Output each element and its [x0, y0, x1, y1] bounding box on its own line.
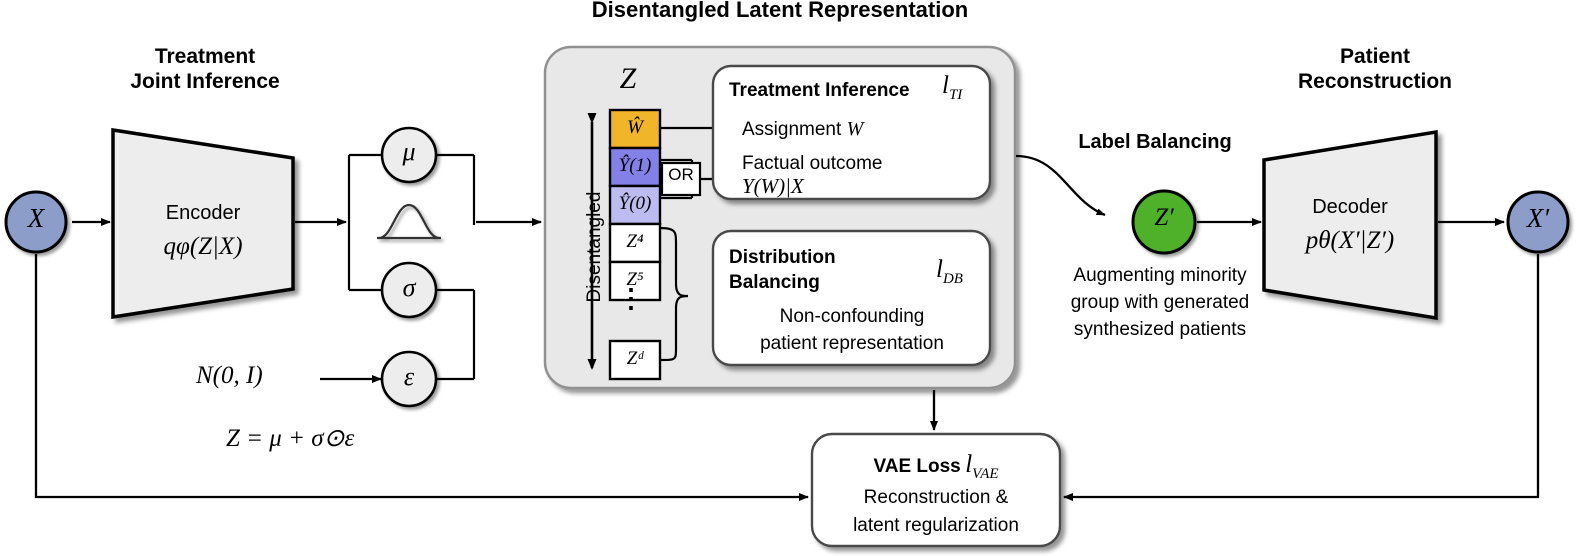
lb-caption-line1: Augmenting minority	[1073, 265, 1247, 286]
reparameterization-equation: Z = μ + σ⊙ε	[226, 425, 355, 452]
db-body-line1: Non-confounding	[779, 306, 925, 327]
treatment-inference-line3: Y(W)|X	[742, 174, 804, 198]
ti-line1-text: Assignment	[742, 119, 842, 140]
latent-cell	[608, 339, 662, 381]
latent-cell	[608, 146, 662, 188]
input-node-x	[4, 190, 68, 254]
latent-cell-label: Zᵈ	[626, 348, 644, 369]
gaussian-curve-icon	[377, 203, 441, 240]
label-balancing-arrow	[1015, 154, 1106, 217]
vae-loss-sub: VAE	[972, 466, 999, 482]
lb-caption-line2: group with generated	[1070, 292, 1250, 313]
db-body-line2: patient representation	[760, 333, 944, 354]
ti-loss-sub: TI	[948, 87, 963, 103]
latent-cell	[608, 184, 662, 226]
z-prime-label: Z′	[1154, 204, 1174, 231]
decoder-formula-text: pθ(X′|Z′)	[1305, 227, 1395, 254]
vae-feedback-lines	[34, 254, 1540, 501]
ellipsis-dots: ⋮	[618, 283, 644, 313]
input-node-label: X	[27, 203, 45, 233]
decoder-label: Decoder	[1312, 196, 1388, 218]
encoder-label: Encoder	[165, 202, 241, 224]
page-title: Disentangled Latent Representation	[591, 0, 969, 22]
output-node-x-prime	[1506, 190, 1570, 254]
db-title-line2: Balancing	[729, 272, 820, 293]
latent-cell	[608, 260, 662, 302]
treatment-inference-loss: lTI	[942, 72, 962, 104]
vae-title-text: VAE Loss	[873, 456, 961, 477]
header-patient-reconstruction: Patient Reconstruction	[1230, 44, 1520, 94]
vae-loss-title: VAE Loss lVAE	[812, 451, 1060, 483]
header-left-line2: Joint Inference	[130, 70, 280, 93]
vae-loss-box	[810, 432, 1062, 548]
header-right-line1: Patient	[1339, 45, 1410, 68]
latent-cell-label: Ŵ	[627, 117, 643, 138]
treatment-inference-title: Treatment Inference	[729, 80, 910, 101]
ti-loss-symbol: l	[942, 72, 949, 99]
latent-cell	[608, 222, 662, 264]
treatment-inference-line1: Assignment W	[742, 117, 863, 142]
header-treatment-joint-inference: Treatment Joint Inference	[75, 44, 335, 94]
mu-node	[380, 126, 438, 184]
lb-caption-line3: synthesized patients	[1073, 319, 1247, 340]
encoder-formula-text: qφ(Z|X)	[163, 233, 243, 260]
vae-loss-body: Reconstruction & latent regularization	[812, 484, 1060, 540]
z-prime-node	[1131, 189, 1197, 255]
decoder-trapezoid	[1262, 129, 1438, 321]
distribution-balancing-loss: lDB	[936, 256, 963, 288]
output-node-label: X′	[1526, 203, 1550, 233]
distribution-balancing-body: Non-confounding patient representation	[716, 303, 988, 357]
db-loss-symbol: l	[936, 256, 943, 283]
ti-line1-var: W	[846, 118, 864, 140]
header-right-line2: Reconstruction	[1297, 70, 1452, 93]
or-connector	[660, 158, 731, 200]
latent-cell-label: Ŷ(0)	[618, 193, 652, 214]
vae-loss-symbol: l	[965, 451, 973, 478]
vae-loss-symbol-wrap: lVAE	[965, 451, 998, 482]
reparameterization-wiring	[72, 153, 542, 383]
treatment-inference-line2: Factual outcome	[742, 153, 883, 174]
disentangled-axis-label: Disentangled	[584, 191, 605, 303]
sigma-node	[380, 261, 438, 319]
sigma-label: σ	[402, 273, 416, 302]
decoder-formula: pθ(X′|Z′)	[1270, 227, 1430, 255]
vae-body-line1: Reconstruction &	[863, 487, 1009, 508]
mu-label: μ	[402, 137, 416, 166]
treatment-inference-box	[711, 64, 992, 201]
latent-cell-label: Z⁴	[626, 231, 644, 252]
encoder-trapezoid	[111, 127, 295, 320]
header-label-balancing: Label Balancing	[1078, 131, 1232, 153]
latent-brace	[659, 226, 689, 362]
latent-cell-label: Ŷ(1)	[618, 155, 652, 176]
epsilon-node	[380, 350, 438, 408]
or-label: OR	[668, 165, 694, 184]
encoder-formula: qφ(Z|X)	[123, 233, 283, 261]
vae-body-line2: latent regularization	[853, 515, 1019, 536]
epsilon-label: ε	[403, 362, 415, 391]
distribution-balancing-title: Distribution Balancing	[729, 245, 836, 295]
label-balancing-caption: Augmenting minority group with generated…	[1025, 262, 1295, 343]
db-title-line1: Distribution	[729, 247, 836, 268]
header-left-line1: Treatment	[154, 45, 256, 68]
prior-label: N(0, I)	[196, 362, 263, 389]
db-loss-sub: DB	[942, 271, 963, 287]
distribution-balancing-box	[711, 229, 992, 367]
latent-cell-label: Z⁵	[626, 269, 644, 290]
latent-vector-label: Z	[619, 62, 637, 95]
